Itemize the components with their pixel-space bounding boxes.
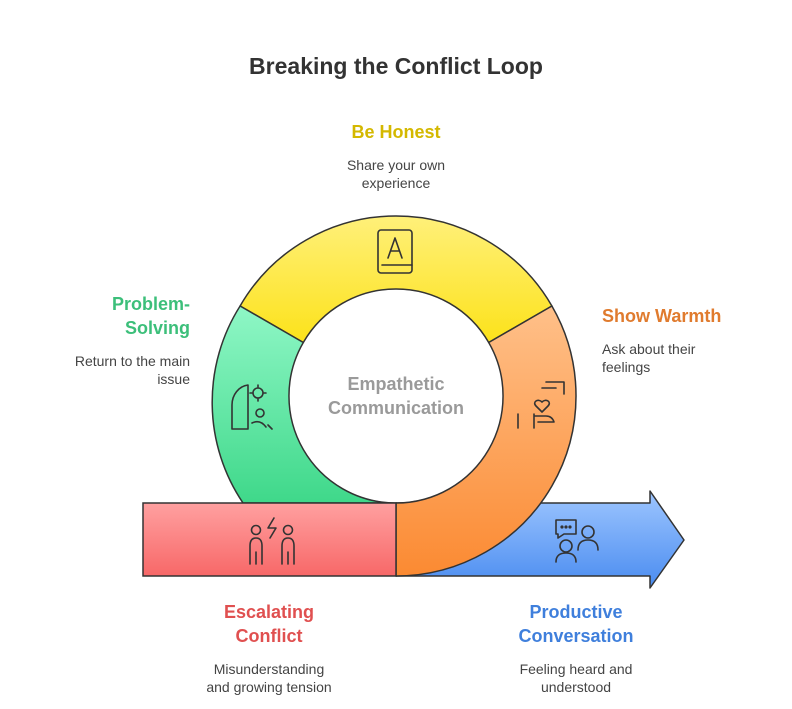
escalating-conflict-title-line1: Escalating <box>224 602 314 622</box>
chat-people-icon <box>555 519 599 563</box>
head-gears-icon <box>231 384 273 430</box>
productive-conversation-desc-line2: understood <box>541 679 611 695</box>
show-warmth-desc-line1: Ask about their <box>602 341 696 357</box>
center-label-line2: Communication <box>328 398 464 418</box>
problem-solving-title-line2: Solving <box>125 318 190 338</box>
escalating-conflict-bar <box>142 502 397 577</box>
show-warmth-title: Show Warmth <box>602 306 721 326</box>
escalating-conflict-title-line2: Conflict <box>236 626 303 646</box>
escalating-conflict-desc-line2: and growing tension <box>206 679 331 695</box>
center-label-line1: Empathetic <box>347 374 444 394</box>
be-honest-title: Be Honest <box>351 122 440 142</box>
book-icon <box>377 229 413 274</box>
diagram-title: Breaking the Conflict Loop <box>249 53 543 79</box>
problem-solving-desc-line1: Return to the main <box>75 353 190 369</box>
productive-conversation-title-line1: Productive <box>529 602 622 622</box>
show-warmth-desc-line2: feelings <box>602 359 650 375</box>
conflict-people-icon <box>249 517 295 565</box>
show-warmth-segment <box>395 305 577 577</box>
be-honest-segment <box>239 215 553 344</box>
escalating-conflict-desc-line1: Misunderstanding <box>214 661 325 677</box>
productive-conversation-title-line2: Conversation <box>518 626 633 646</box>
hand-heart-icon <box>517 381 565 429</box>
problem-solving-desc-line2: issue <box>157 371 190 387</box>
productive-conversation-desc-line1: Feeling heard and <box>520 661 633 677</box>
be-honest-desc-line2: experience <box>362 175 431 191</box>
problem-solving-title-line1: Problem- <box>112 294 190 314</box>
problem-solving-segment <box>211 305 397 504</box>
center-circle <box>290 290 502 502</box>
be-honest-desc-line1: Share your own <box>347 157 445 173</box>
